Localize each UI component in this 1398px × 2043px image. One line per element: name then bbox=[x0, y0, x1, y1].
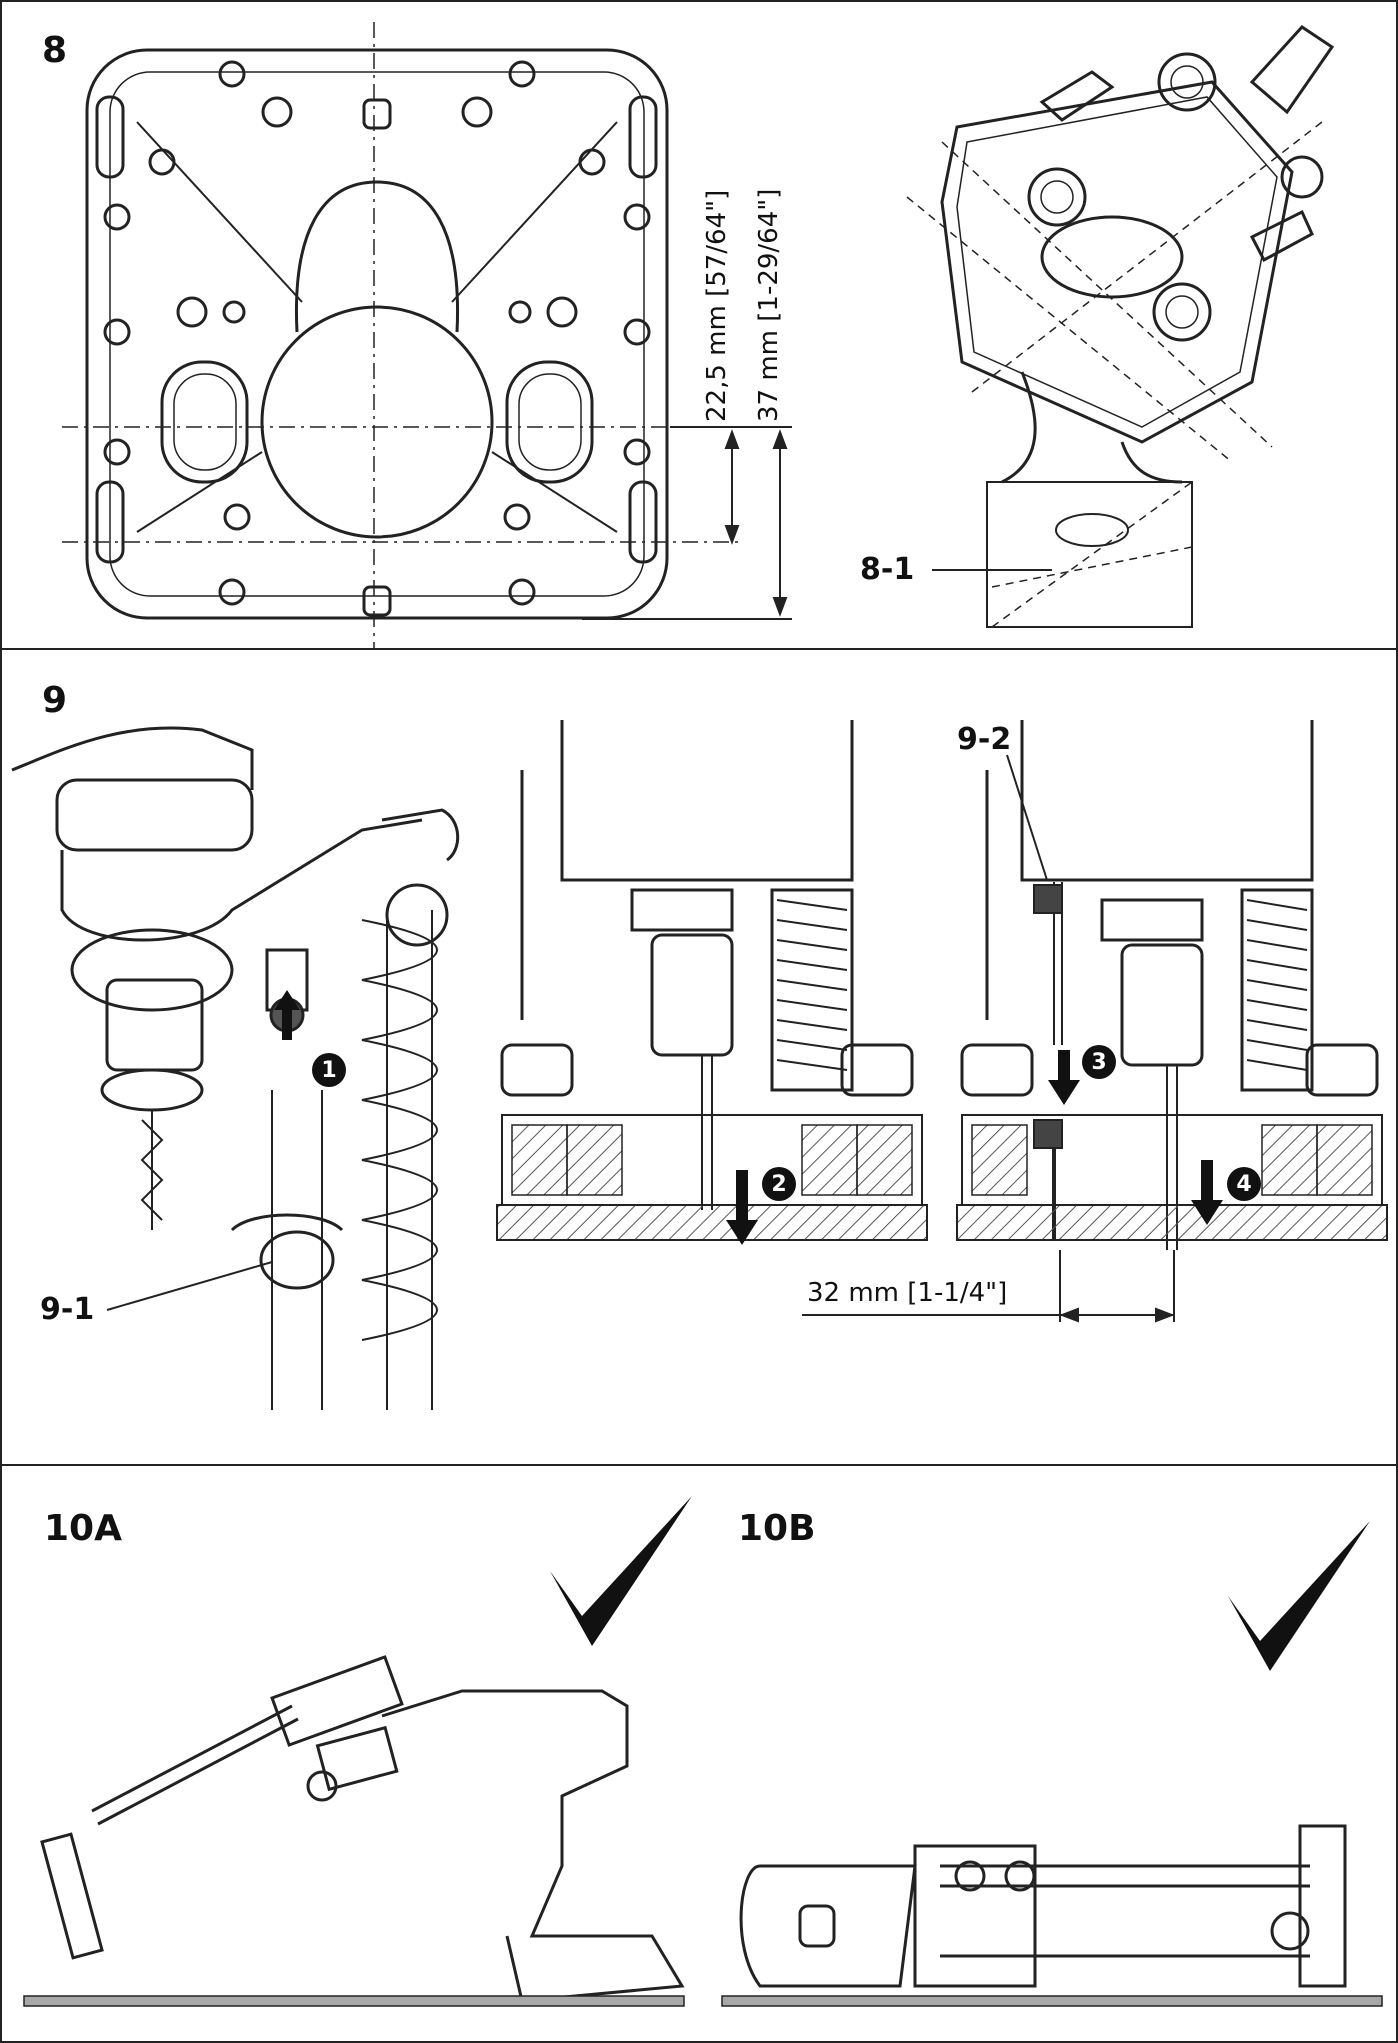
step-3-badge: 3 bbox=[1082, 1045, 1116, 1079]
drill-tilted-drawing bbox=[23, 1496, 692, 2007]
dimension-37-mm: 37 mm [1-29/64"] bbox=[754, 188, 784, 422]
callout-9-1: 9-1 bbox=[40, 1292, 95, 1327]
figure-9-label: 9 bbox=[42, 680, 68, 721]
base-plate-drawing bbox=[62, 22, 1335, 648]
figure-8-panel: 8 bbox=[0, 0, 1398, 650]
dimension-22-5-mm: 22,5 mm [57/64"] bbox=[702, 189, 732, 422]
figure-10b-panel: 10B bbox=[700, 1464, 1398, 2043]
callout-9-2: 9-2 bbox=[957, 722, 1012, 757]
dimension-32-mm: 32 mm [1-1/4"] bbox=[807, 1278, 1008, 1308]
check-mark-icon bbox=[550, 1496, 692, 1646]
figure-10b-label: 10B bbox=[738, 1508, 816, 1549]
check-mark-icon bbox=[1228, 1521, 1370, 1671]
step-4-badge: 4 bbox=[1227, 1167, 1261, 1201]
figure-10a-label: 10A bbox=[44, 1508, 122, 1549]
step-2-badge: 2 bbox=[762, 1167, 796, 1201]
ground-surface bbox=[23, 1995, 685, 2007]
figure-9-panel: 9 bbox=[0, 648, 1398, 1466]
figure-10a-panel: 10A bbox=[0, 1464, 702, 2043]
drill-flat-drawing bbox=[721, 1521, 1383, 2007]
step-1-badge: 1 bbox=[312, 1053, 346, 1087]
callout-8-1: 8-1 bbox=[860, 552, 915, 587]
drill-guide-drawing bbox=[11, 720, 1388, 1410]
figure-8-label: 8 bbox=[42, 30, 68, 71]
ground-surface bbox=[721, 1995, 1383, 2007]
